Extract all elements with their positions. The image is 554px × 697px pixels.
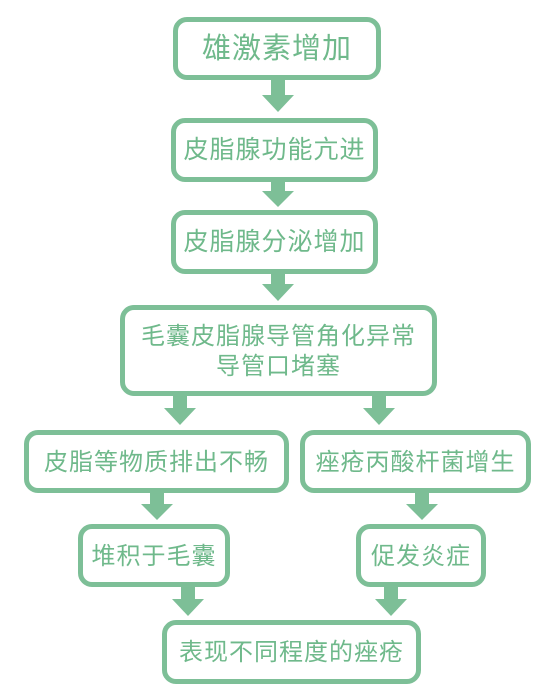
arrow-n8-n9 bbox=[375, 587, 407, 616]
arrow-n2-n3 bbox=[262, 182, 294, 207]
node-bacteria-proliferation: 痤疮丙酸杆菌增生 bbox=[300, 430, 531, 493]
node-label: 堆积于毛囊 bbox=[91, 541, 217, 570]
node-sebaceous-hyperfunction: 皮脂腺功能亢进 bbox=[171, 118, 378, 182]
node-label: 促发炎症 bbox=[371, 541, 471, 570]
node-label: 皮脂腺功能亢进 bbox=[183, 135, 366, 165]
arrow-n5-n7 bbox=[141, 493, 173, 520]
node-sebum-secretion-increase: 皮脂腺分泌增加 bbox=[171, 210, 378, 274]
arrow-n7-n9 bbox=[172, 587, 204, 616]
arrow-n3-n4 bbox=[262, 274, 294, 301]
node-label: 表现不同程度的痤疮 bbox=[179, 638, 404, 666]
node-accumulation-in-follicle: 堆积于毛囊 bbox=[78, 524, 230, 587]
arrow-n4-n5 bbox=[164, 396, 196, 425]
arrow-n1-n2 bbox=[262, 80, 294, 112]
arrow-n6-n8 bbox=[406, 493, 438, 520]
node-label: 雄激素增加 bbox=[201, 31, 352, 66]
node-acne-result: 表现不同程度的痤疮 bbox=[162, 620, 421, 684]
arrow-n4-n6 bbox=[363, 396, 395, 425]
node-trigger-inflammation: 促发炎症 bbox=[356, 524, 486, 587]
node-label: 皮脂等物质排出不畅 bbox=[44, 447, 269, 476]
node-label-line2: 导管口堵塞 bbox=[216, 351, 341, 380]
node-poor-discharge: 皮脂等物质排出不畅 bbox=[24, 430, 289, 493]
node-label-line1: 毛囊皮脂腺导管角化异常 bbox=[141, 321, 416, 350]
node-label: 皮脂腺分泌增加 bbox=[183, 227, 366, 257]
node-label: 痤疮丙酸杆菌增生 bbox=[315, 447, 516, 476]
node-androgen-increase: 雄激素增加 bbox=[173, 17, 381, 80]
node-duct-keratinization: 毛囊皮脂腺导管角化异常 导管口堵塞 bbox=[120, 305, 437, 396]
